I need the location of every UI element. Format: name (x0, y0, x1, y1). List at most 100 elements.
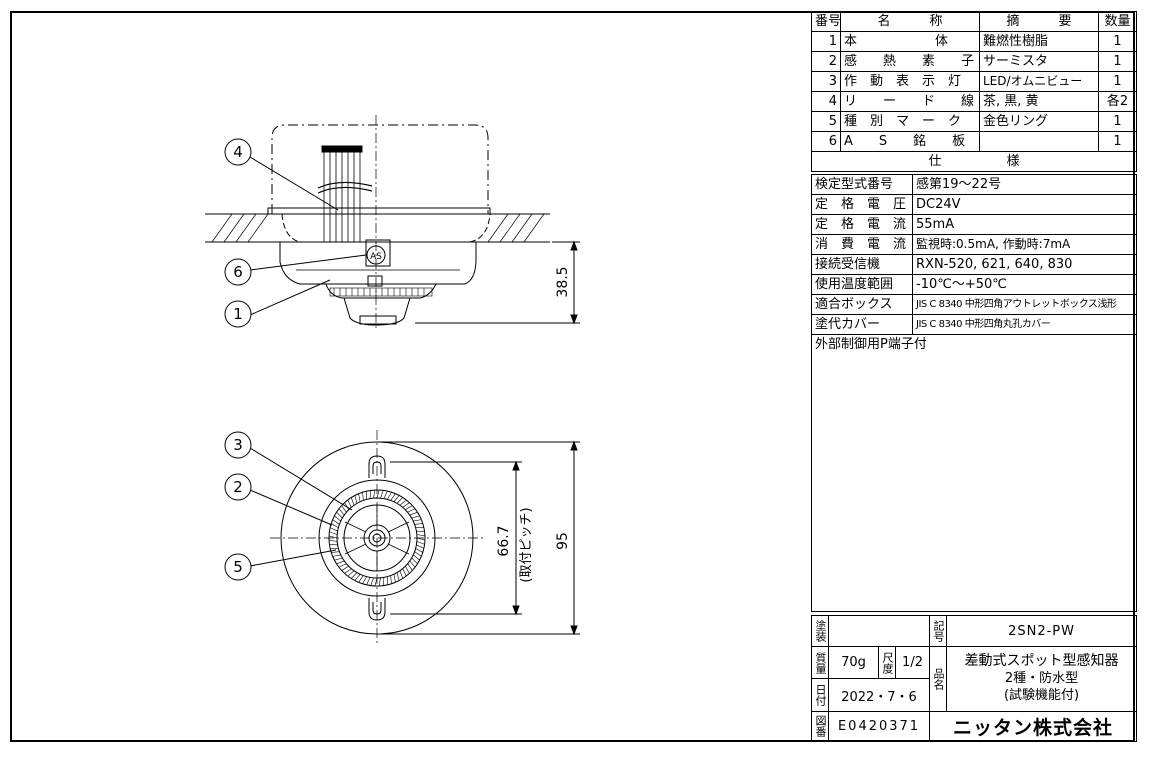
cell-qty: 1 (1098, 71, 1137, 92)
table-row: 使用温度範囲-10℃～+50℃ (811, 274, 1137, 295)
drawing-no-label: 図番 (811, 710, 829, 743)
cell-name: 感 熱 素 子 (840, 51, 980, 72)
cell-no: 1 (811, 31, 841, 52)
drawing-no-value: E0420371 (827, 710, 931, 743)
parts-table-header: 番号 名 称 摘 要 数量 (811, 11, 1137, 32)
cell-name: 本 体 (840, 31, 980, 52)
name-label: 品名 (929, 646, 948, 712)
scale-denominator: 2 (914, 655, 923, 671)
balloon-1: 1 (233, 305, 243, 323)
cell-no: 6 (811, 131, 841, 152)
table-row: 3 作 動 表 示 灯 LED/オムニビュー 1 (811, 71, 1137, 92)
table-row: 4 リ ー ド 線 茶, 黒, 黄 各2 (811, 91, 1137, 112)
balloon-3: 3 (233, 436, 243, 454)
detector-drawing: AS 38.5 (205, 115, 580, 645)
spec-label: 適合ボックス (811, 294, 913, 315)
cell-spec: サーミスタ (979, 51, 1099, 72)
mark-label: 記号 (929, 614, 948, 648)
table-row: 消 費 電 流監視時:0.5mA, 作動時:7mA (811, 234, 1137, 255)
cell-qty: 各2 (1098, 91, 1137, 112)
header-qty: 数量 (1098, 11, 1137, 32)
spec-value: RXN-520, 621, 640, 830 (912, 254, 1137, 275)
spec-value: -10℃～+50℃ (912, 274, 1137, 295)
balloon-6: 6 (233, 263, 243, 281)
spec-label: 定 格 電 圧 (811, 194, 913, 215)
dim-pitch-note: (取付ピッチ) (519, 507, 534, 582)
dim-diameter: 95 (555, 532, 571, 550)
mass-value: 70g (828, 646, 879, 680)
finish-value (827, 614, 931, 648)
product-name: 差動式スポット型感知器 2種・防水型 (試験機能付) (946, 646, 1138, 712)
dim-height: 38.5 (555, 266, 571, 297)
spec-value: JIS C 8340 中形四角アウトレットボックス浅形 (912, 294, 1137, 315)
cell-name: A S 銘 板 (840, 131, 980, 152)
note-row: 外部制御用P端子付 (811, 334, 1137, 612)
balloon-2: 2 (233, 478, 243, 496)
cell-no: 3 (811, 71, 841, 92)
spec-label: 消 費 電 流 (811, 234, 913, 255)
spec-label: 使用温度範囲 (811, 274, 913, 295)
spec-label: 塗代カバー (811, 314, 913, 335)
table-row: 5 種 別 マ ー ク 金色リング 1 (811, 111, 1137, 132)
table-row: 2 感 熱 素 子 サーミスタ 1 (811, 51, 1137, 72)
spec-header-row: 仕 様 (811, 151, 1137, 172)
cell-name: 作 動 表 示 灯 (840, 71, 980, 92)
spec-label: 検定型式番号 (811, 174, 913, 195)
parts-table: 番号 名 称 摘 要 数量 1 本 体 難燃性樹脂 1 2 感 熱 素 子 サー… (811, 11, 1137, 172)
cell-name: 種 別 マ ー ク (840, 111, 980, 132)
product-name-line2: 2種・防水型 (1004, 671, 1079, 687)
title-block: 塗装 記号 2SN2-PW 質量 70g 尺度 1/2 品名 差動式スポット型感… (811, 614, 1138, 743)
cell-qty: 1 (1098, 111, 1137, 132)
product-name-line1: 差動式スポット型感知器 (964, 653, 1119, 670)
cell-no: 2 (811, 51, 841, 72)
table-row: 検定型式番号感第19～22号 (811, 174, 1137, 195)
cell-spec: 茶, 黒, 黄 (979, 91, 1099, 112)
spec-header: 仕 様 (811, 151, 1137, 172)
product-name-line3: (試験機能付) (1003, 688, 1080, 704)
header-spec: 摘 要 (979, 11, 1099, 32)
cell-no: 5 (811, 111, 841, 132)
spec-note: 外部制御用P端子付 (811, 334, 1137, 612)
model-number: 2SN2-PW (946, 614, 1138, 648)
bottom-view (249, 430, 580, 645)
cell-qty: 1 (1098, 51, 1137, 72)
spec-value: DC24V (912, 194, 1137, 215)
date-value: 2022・7・6 (827, 678, 931, 712)
date-label: 日付 (811, 678, 829, 712)
table-row: 6 A S 銘 板 1 (811, 131, 1137, 152)
cell-name: リ ー ド 線 (840, 91, 980, 112)
balloon-5: 5 (233, 558, 243, 576)
company-name: ニッタン株式会社 (929, 710, 1138, 743)
cell-qty: 1 (1098, 31, 1137, 52)
spec-label: 接続受信機 (811, 254, 913, 275)
header-no: 番号 (811, 11, 841, 32)
finish-label: 塗装 (811, 614, 829, 648)
spec-label: 定 格 電 流 (811, 214, 913, 235)
spec-value: JIS C 8340 中形四角丸孔カバー (912, 314, 1137, 335)
spec-value: 監視時:0.5mA, 作動時:7mA (912, 234, 1137, 255)
side-view (205, 115, 580, 330)
cell-spec: 難燃性樹脂 (979, 31, 1099, 52)
spec-value: 感第19～22号 (912, 174, 1137, 195)
cell-spec: LED/オムニビュー (979, 71, 1099, 92)
cell-qty: 1 (1098, 131, 1137, 152)
dim-pitch: 66.7 (496, 525, 512, 556)
spec-value: 55mA (912, 214, 1137, 235)
cell-no: 4 (811, 91, 841, 112)
mass-label: 質量 (811, 646, 829, 680)
header-name: 名 称 (840, 11, 980, 32)
scale-label: 尺度 (878, 646, 896, 680)
cell-spec (979, 131, 1099, 152)
scale-value: 1/2 (894, 646, 931, 680)
as-mark-label: AS (370, 252, 382, 262)
balloon-4: 4 (233, 143, 243, 161)
cell-spec: 金色リング (979, 111, 1099, 132)
table-row: 1 本 体 難燃性樹脂 1 (811, 31, 1137, 52)
scale-numerator: 1 (902, 655, 911, 671)
